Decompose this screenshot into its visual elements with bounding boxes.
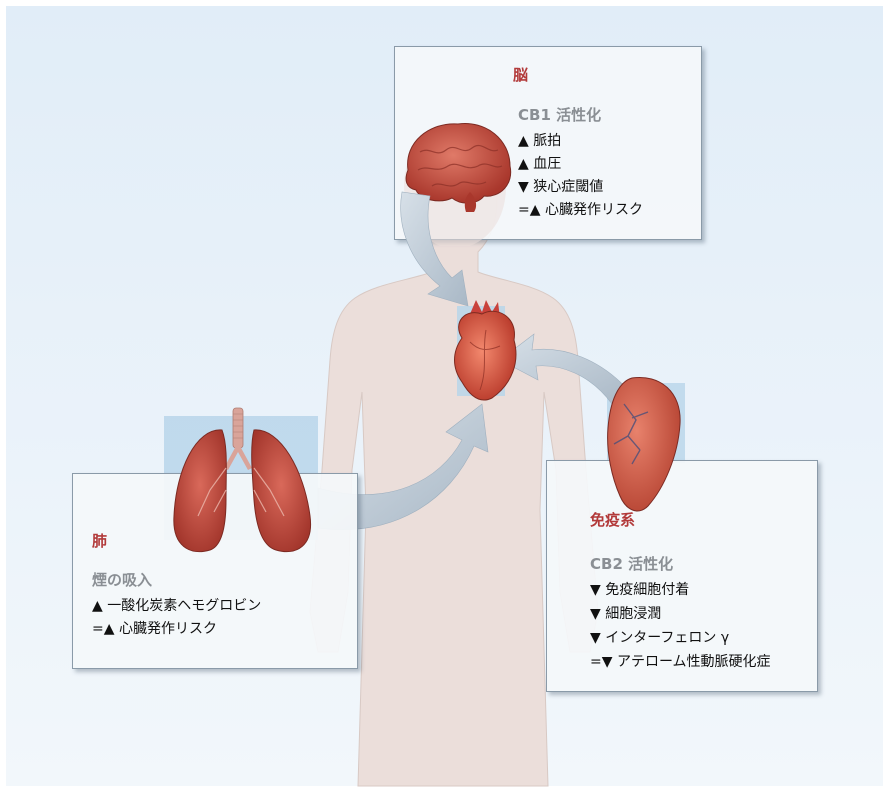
brain-title: 脳 <box>513 64 528 85</box>
immune-effect-1: ▼ 免疫細胞付着 <box>590 581 689 599</box>
immune-effect-4: =▼ アテローム性動脈硬化症 <box>590 653 771 671</box>
brain-subtitle: CB1 活性化 <box>518 104 601 125</box>
lung-subtitle: 煙の吸入 <box>92 569 152 590</box>
lungs-icon <box>174 408 311 552</box>
brain-effect-1: ▲ 脈拍 <box>518 132 561 150</box>
brain-effect-4: =▲ 心臓発作リスク <box>518 201 643 219</box>
spleen-to-heart-arrow <box>500 334 630 404</box>
spleen-icon <box>608 377 681 511</box>
immune-title: 免疫系 <box>590 509 635 530</box>
lung-effect-2: =▲ 心臓発作リスク <box>92 620 217 638</box>
brain-effect-3: ▼ 狭心症閾値 <box>518 178 603 196</box>
immune-effect-3: ▼ インターフェロン γ <box>590 629 729 647</box>
lung-title: 肺 <box>92 530 107 551</box>
immune-subtitle: CB2 活性化 <box>590 553 673 574</box>
lung-effect-1: ▲ 一酸化炭素ヘモグロビン <box>92 597 261 615</box>
immune-effect-2: ▼ 細胞浸潤 <box>590 605 661 623</box>
brain-effect-2: ▲ 血圧 <box>518 155 561 173</box>
heart-icon <box>455 300 516 400</box>
